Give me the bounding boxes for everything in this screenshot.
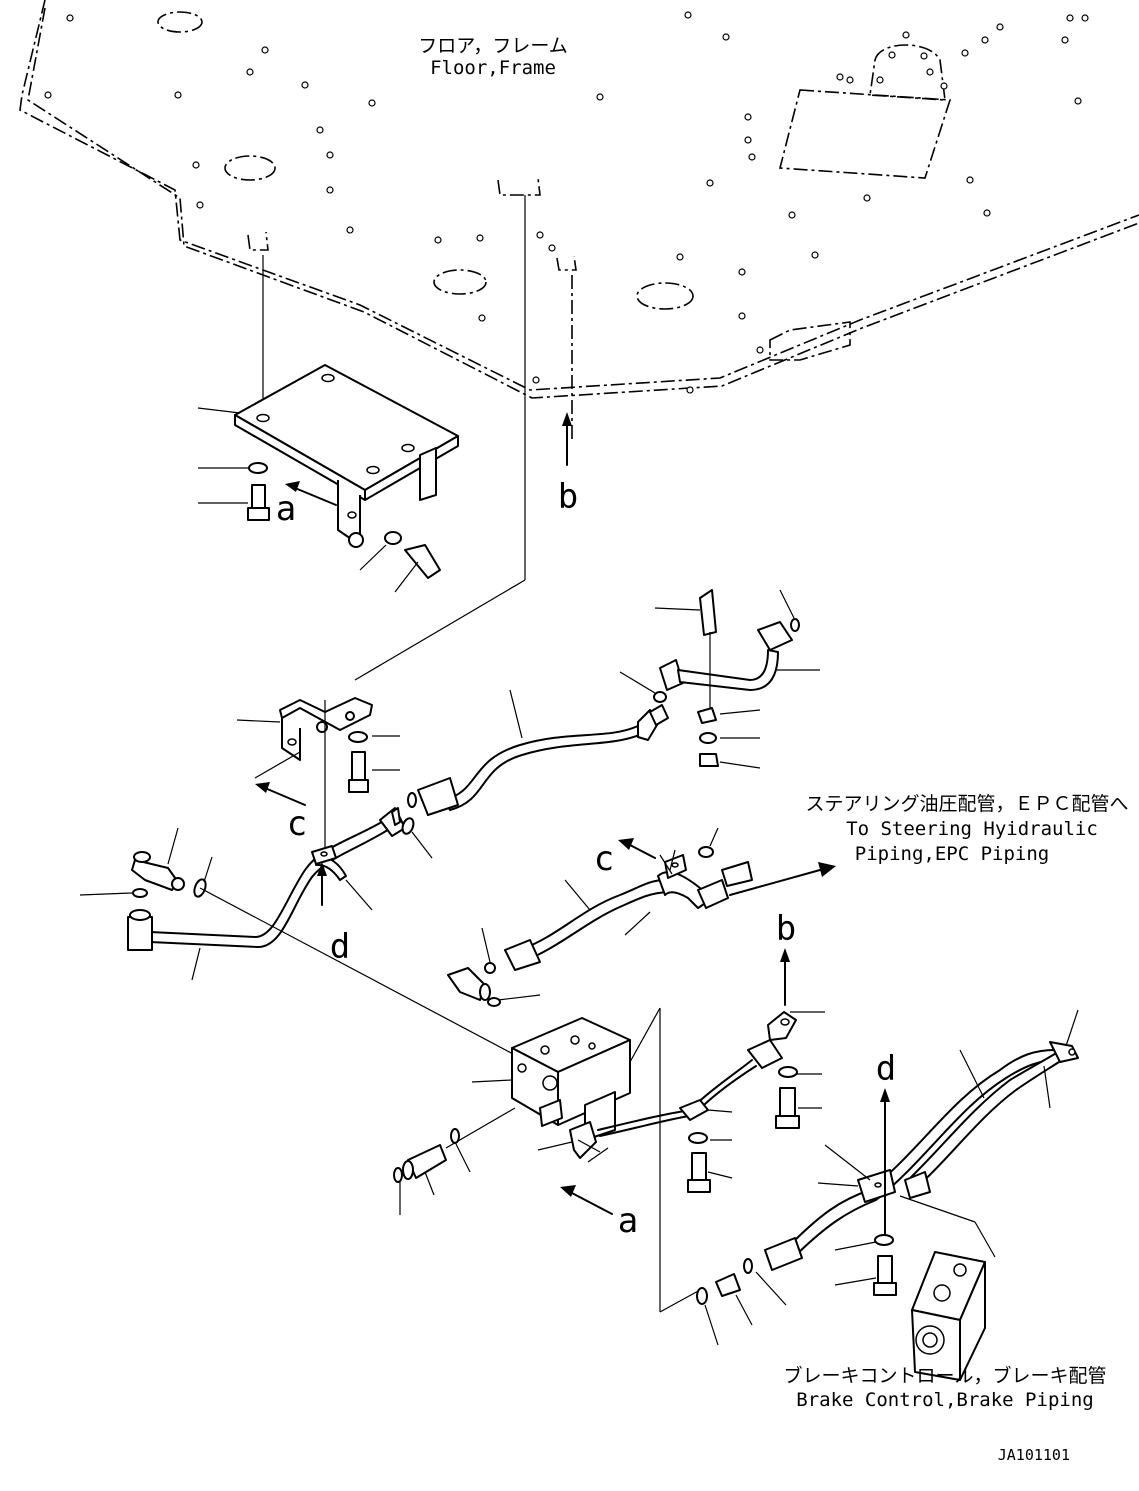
steering-en-label-1: To Steering Hyidraulic xyxy=(846,818,1098,840)
callout-labels: フロア，フレーム Floor,Frame ステアリング油圧配管，ＥＰＣ配管へ T… xyxy=(418,35,1128,1464)
valve-block-assembly xyxy=(393,1007,701,1313)
steering-en-label-2: Piping,EPC Piping xyxy=(855,843,1049,865)
brake-hose-assembly xyxy=(696,1009,1079,1381)
floor-frame-jp-label: フロア，フレーム xyxy=(418,35,568,57)
view-letter-b-right: b xyxy=(776,909,796,949)
brake-en-label: Brake Control,Brake Piping xyxy=(796,1389,1093,1411)
view-letter-b-top: b xyxy=(558,477,578,517)
floor-frame-en-label: Floor,Frame xyxy=(430,57,556,79)
view-letter-d-right: d xyxy=(876,1049,896,1089)
middle-hose-assembly xyxy=(447,827,836,1007)
drawing-code: JA101101 xyxy=(998,1446,1070,1464)
view-letter-a-bottom: a xyxy=(618,1201,638,1241)
floor-frame-plate xyxy=(19,0,1139,399)
upper-hose-assembly xyxy=(407,589,820,816)
view-letter-a-top: a xyxy=(276,489,296,529)
left-pipe-assembly xyxy=(79,195,526,1056)
harness-assembly xyxy=(597,948,825,1193)
upper-bracket-assembly xyxy=(197,255,573,593)
steering-jp-label: ステアリング油圧配管，ＥＰＣ配管へ xyxy=(805,793,1128,815)
view-letters: a a b b c c d d xyxy=(276,477,896,1241)
view-letter-c-left: c xyxy=(287,804,307,844)
view-letter-d-left: d xyxy=(330,927,350,967)
brake-jp-label: ブレーキコントロール，ブレーキ配管 xyxy=(783,1364,1106,1387)
view-letter-c-middle: c xyxy=(594,839,614,879)
